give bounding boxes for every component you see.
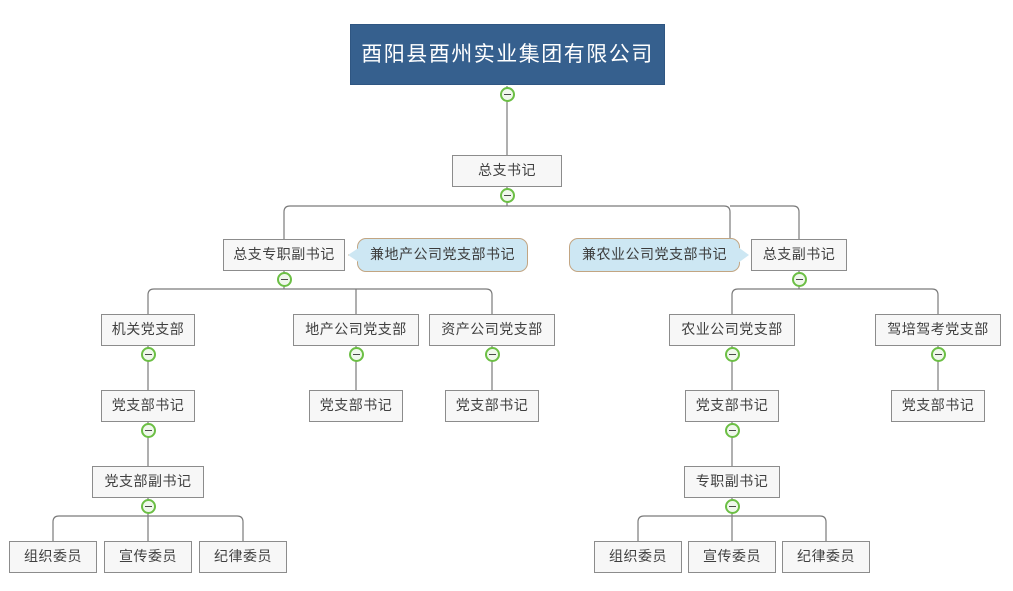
node-branch-organ-label: 机关党支部 [111,322,185,338]
callout-concurrent-agriculture-secretary[interactable]: 兼农业公司党支部书记 [569,238,749,272]
node-member-publicity-right[interactable]: 宣传委员 [688,541,776,573]
node-member-discipline-left-label: 纪律委员 [214,549,272,565]
node-branch-realestate[interactable]: 地产公司党支部 [293,314,419,346]
node-secretary-driving[interactable]: 党支部书记 [891,390,985,422]
callout-concurrent-agriculture-secretary-label: 兼农业公司党支部书记 [582,247,727,263]
node-secretary-assets-label: 党支部书记 [455,398,529,414]
node-deputy-branch-organ[interactable]: 党支部副书记 [92,466,204,498]
node-secretary-assets[interactable]: 党支部书记 [445,390,539,422]
collapse-minus-icon-branch-assets[interactable] [485,347,500,362]
root-node-company[interactable]: 酉阳县酉州实业集团有限公司 [350,24,665,85]
node-member-discipline-right[interactable]: 纪律委员 [782,541,870,573]
collapse-minus-icon-branch-driving[interactable] [931,347,946,362]
node-member-discipline-right-label: 纪律委员 [797,549,855,565]
node-branch-driving-label: 驾培驾考党支部 [887,322,989,338]
node-deputy-secretary-label: 总支副书记 [762,247,836,263]
collapse-minus-icon-branch-agriculture[interactable] [725,347,740,362]
node-branch-agriculture-label: 农业公司党支部 [681,322,783,338]
node-branch-assets[interactable]: 资产公司党支部 [429,314,555,346]
node-secretary-organ-label: 党支部书记 [111,398,185,414]
node-member-publicity-right-label: 宣传委员 [703,549,761,565]
node-secretary-organ[interactable]: 党支部书记 [101,390,195,422]
node-deputy-fulltime[interactable]: 总支专职副书记 [223,239,345,271]
node-secretary-driving-label: 党支部书记 [901,398,975,414]
collapse-minus-icon-deputy-branch-agriculture[interactable] [725,499,740,514]
collapse-minus-icon-deputy-fulltime[interactable] [277,272,292,287]
node-secretary-realestate-label: 党支部书记 [319,398,393,414]
root-node-label: 酉阳县酉州实业集团有限公司 [361,42,654,66]
node-branch-organ[interactable]: 机关党支部 [101,314,195,346]
collapse-minus-icon-branch-realestate[interactable] [349,347,364,362]
collapse-minus-icon-root[interactable] [500,87,515,102]
node-general-secretary[interactable]: 总支书记 [452,155,562,187]
node-branch-realestate-label: 地产公司党支部 [305,322,407,338]
node-secretary-agriculture-label: 党支部书记 [695,398,769,414]
callout-concurrent-realestate-secretary[interactable]: 兼地产公司党支部书记 [348,238,528,272]
node-member-organization-left[interactable]: 组织委员 [9,541,97,573]
callout-tail-left-icon [348,247,360,263]
collapse-minus-icon-deputy-secretary[interactable] [792,272,807,287]
node-member-publicity-left[interactable]: 宣传委员 [104,541,192,573]
collapse-minus-icon-secretary-organ[interactable] [141,423,156,438]
node-deputy-branch-organ-label: 党支部副书记 [104,474,192,490]
node-member-discipline-left[interactable]: 纪律委员 [199,541,287,573]
node-branch-assets-label: 资产公司党支部 [441,322,543,338]
node-deputy-secretary[interactable]: 总支副书记 [751,239,847,271]
callout-concurrent-realestate-secretary-label: 兼地产公司党支部书记 [370,247,515,263]
node-secretary-realestate[interactable]: 党支部书记 [309,390,403,422]
node-deputy-fulltime-label: 总支专职副书记 [233,247,335,263]
node-member-organization-right[interactable]: 组织委员 [594,541,682,573]
node-branch-agriculture[interactable]: 农业公司党支部 [669,314,795,346]
collapse-minus-icon-branch-organ[interactable] [141,347,156,362]
node-branch-driving[interactable]: 驾培驾考党支部 [875,314,1001,346]
node-general-secretary-label: 总支书记 [478,163,536,179]
node-secretary-agriculture[interactable]: 党支部书记 [685,390,779,422]
collapse-minus-icon-general-secretary[interactable] [500,188,515,203]
node-deputy-branch-agriculture[interactable]: 专职副书记 [684,466,780,498]
node-member-publicity-left-label: 宣传委员 [119,549,177,565]
collapse-minus-icon-secretary-agriculture[interactable] [725,423,740,438]
node-deputy-branch-agriculture-label: 专职副书记 [695,474,769,490]
collapse-minus-icon-deputy-branch-organ[interactable] [141,499,156,514]
callout-tail-right-icon [738,247,749,263]
node-member-organization-left-label: 组织委员 [24,549,82,565]
node-member-organization-right-label: 组织委员 [609,549,667,565]
